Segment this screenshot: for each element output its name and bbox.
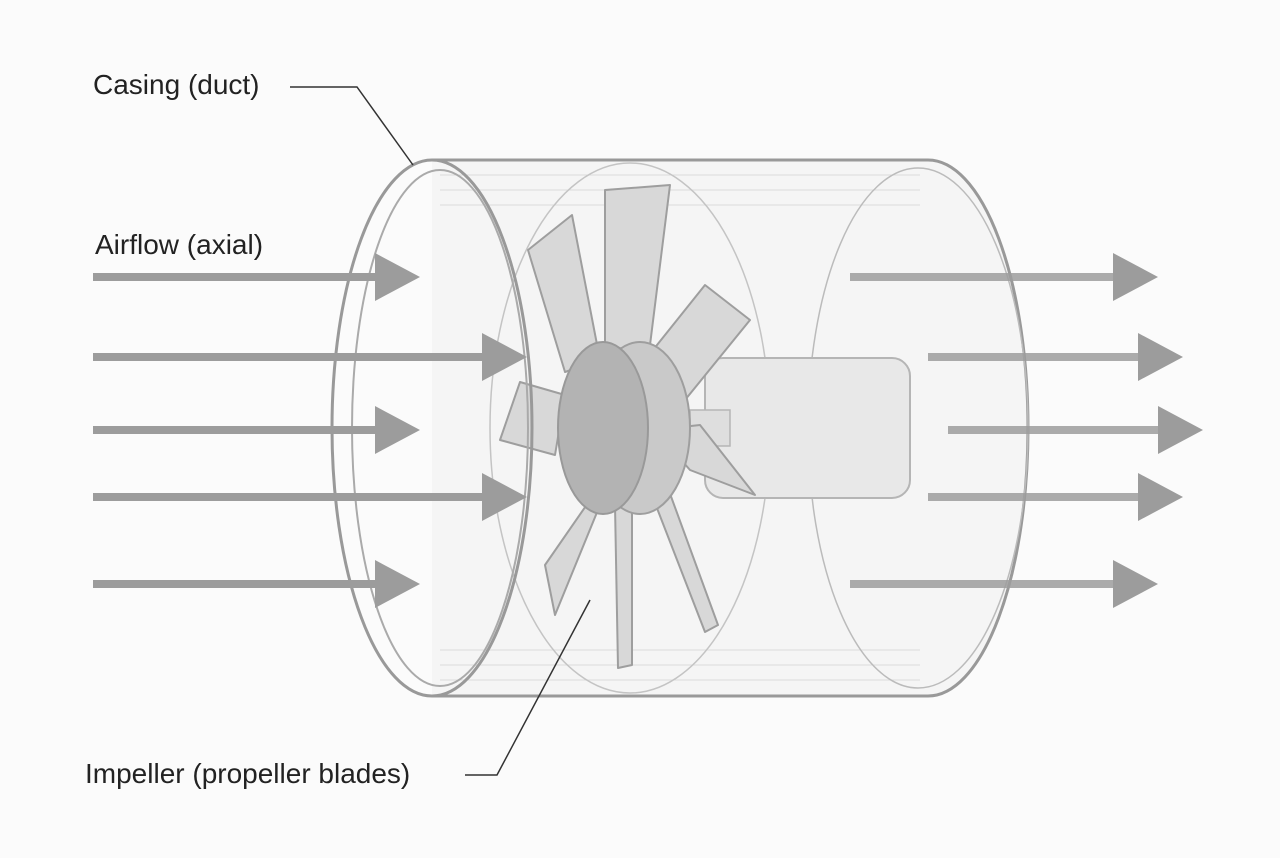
airflow-arrow-head	[375, 406, 420, 454]
airflow-arrows	[93, 253, 1203, 608]
casing-leader-line	[290, 86, 414, 166]
airflow-arrow-head	[1138, 473, 1183, 521]
airflow-arrow-head	[1158, 406, 1203, 454]
hub	[557, 341, 691, 515]
airflow-label: Airflow (axial)	[95, 229, 264, 260]
impeller-label: Impeller (propeller blades)	[85, 758, 411, 789]
airflow-arrow-head	[375, 253, 420, 301]
airflow-arrow-head	[1138, 333, 1183, 381]
airflow-arrow-head	[482, 473, 527, 521]
airflow-arrow-head	[482, 333, 527, 381]
casing-label: Casing (duct)	[93, 69, 260, 100]
airflow-arrow-head	[1113, 560, 1158, 608]
impeller-leader-line	[465, 599, 591, 776]
airflow-arrow-head	[1113, 253, 1158, 301]
airflow-arrow-head	[375, 560, 420, 608]
